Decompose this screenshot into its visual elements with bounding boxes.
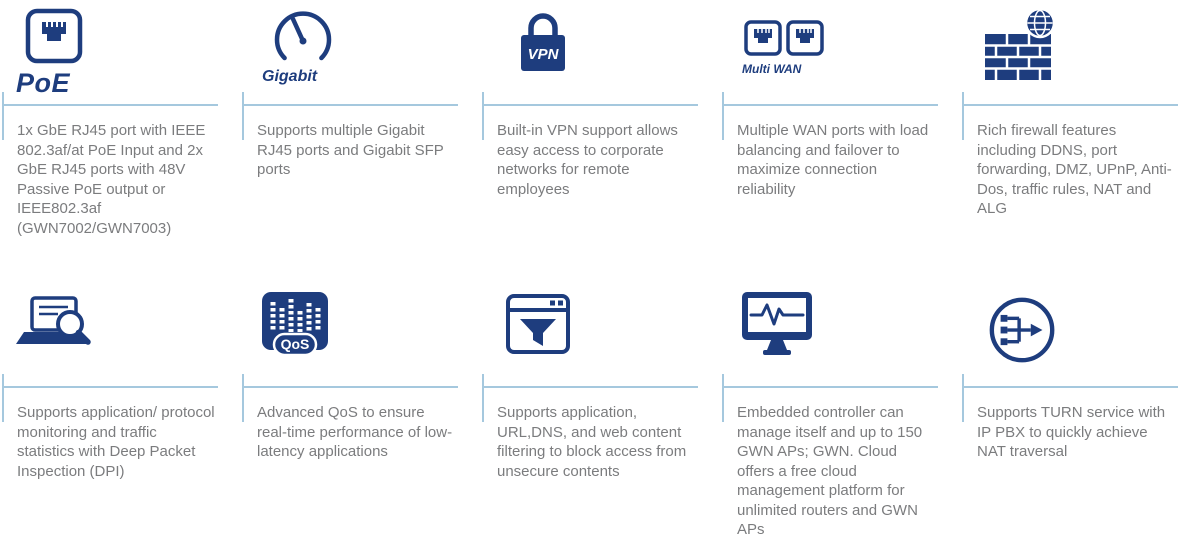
feature-description: Rich firewall features including DDNS, p…: [977, 122, 1172, 217]
feature-description: Supports application, URL,DNS, and web c…: [497, 404, 687, 480]
poe-label: PoE: [16, 68, 71, 98]
gigabit-label: Gigabit: [262, 68, 318, 85]
content-filter-icon-graphic: [506, 294, 570, 354]
dpi-monitoring-icon: [16, 286, 220, 386]
feature-card-content-filter: Supports application, URL,DNS, and web c…: [480, 278, 720, 544]
feature-card-vpn: VPN Built-in VPN support allows easy acc…: [480, 0, 720, 278]
gigabit-speedometer-icon-graphic: [274, 11, 332, 61]
divider: [722, 92, 938, 140]
embedded-controller-icon-graphic: [742, 292, 812, 355]
vpn-label: VPN: [528, 46, 560, 63]
vpn-lock-icon: VPN: [496, 8, 700, 104]
feature-description: Built-in VPN support allows easy access …: [497, 122, 678, 198]
feature-card-firewall: Rich firewall features including DDNS, p…: [960, 0, 1200, 278]
divider: [962, 92, 1178, 140]
feature-description: Supports application/ protocol monitorin…: [17, 404, 215, 480]
divider: [482, 374, 698, 422]
feature-description: 1x GbE RJ45 port with IEEE 802.3af/at Po…: [17, 122, 206, 237]
poe-port-icon: PoE: [16, 8, 220, 104]
gigabit-speedometer-icon: Gigabit: [256, 8, 460, 104]
feature-card-gigabit: Gigabit Supports multiple Gigabit RJ45 p…: [240, 0, 480, 278]
feature-description: Supports multiple Gigabit RJ45 ports and…: [257, 122, 444, 178]
feature-description: Embedded controller can manage itself an…: [737, 404, 923, 538]
feature-card-dpi: Supports application/ protocol monitorin…: [0, 278, 240, 544]
divider: [962, 374, 1178, 422]
firewall-globe-icon-graphic: [985, 8, 1056, 80]
divider: [482, 92, 698, 140]
embedded-controller-icon: [736, 286, 940, 386]
poe-port-icon-graphic: [25, 8, 83, 64]
turn-service-icon-graphic: [989, 297, 1055, 363]
turn-service-icon: [976, 286, 1180, 386]
divider: [2, 374, 218, 422]
divider: [2, 92, 218, 140]
dpi-monitoring-icon-graphic: [16, 296, 91, 345]
multi-wan-ports-icon-graphic: [744, 20, 824, 56]
feature-card-poe: PoE 1x GbE RJ45 port with IEEE 802.3af/a…: [0, 0, 240, 278]
vpn-lock-icon-graphic: VPN: [521, 13, 565, 71]
divider: [242, 92, 458, 140]
qos-equalizer-icon: QoS: [256, 286, 460, 386]
divider: [722, 374, 938, 422]
feature-card-turn: Supports TURN service with IP PBX to qui…: [960, 278, 1200, 544]
firewall-globe-icon: [976, 8, 1180, 104]
divider: [242, 374, 458, 422]
feature-description: Advanced QoS to ensure real-time perform…: [257, 404, 453, 460]
feature-card-multi-wan: Multi WAN Multiple WAN ports with load b…: [720, 0, 960, 278]
feature-card-controller: Embedded controller can manage itself an…: [720, 278, 960, 544]
multi-wan-label: Multi WAN: [742, 62, 802, 76]
feature-description: Multiple WAN ports with load balancing a…: [737, 122, 929, 198]
qos-equalizer-icon-graphic: QoS: [262, 292, 328, 357]
feature-description: Supports TURN service with IP PBX to qui…: [977, 404, 1166, 460]
feature-card-qos: QoS Advanced QoS to ensure real-time per…: [240, 278, 480, 544]
qos-label: QoS: [281, 336, 310, 352]
multi-wan-ports-icon: Multi WAN: [736, 8, 940, 104]
content-filter-icon: [496, 286, 700, 386]
